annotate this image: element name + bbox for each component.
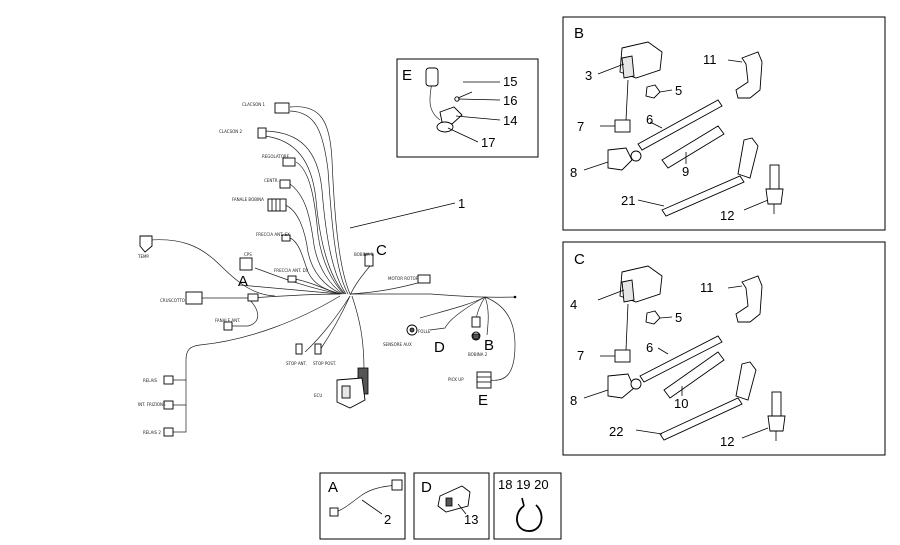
tag-pick-up: PICK UP <box>448 377 464 382</box>
callout-1: 1 <box>458 196 465 211</box>
box-B-callout-7: 7 <box>577 119 584 134</box>
tag-temp: TEMP. <box>137 254 149 259</box>
box-D-letter: D <box>421 479 432 496</box>
callout-E: E <box>478 392 488 409</box>
tag-int-frizione: INT. FRIZIONE <box>138 402 166 407</box>
box-E-callout-17: 17 <box>481 135 495 150</box>
callout-A: A <box>238 273 248 290</box>
tag-ecu: ECU <box>314 393 322 398</box>
box-E-letter: E <box>402 67 412 84</box>
box-C-callout-11: 11 <box>700 280 714 295</box>
detail-box-clip: 18 19 20 <box>493 472 562 540</box>
detail-box-E: E 15 16 14 17 <box>396 58 539 158</box>
box-C-callout-10: 10 <box>674 396 688 411</box>
box-B-callout-3: 3 <box>585 68 592 83</box>
box-C-callout-6: 6 <box>646 340 653 355</box>
harness-connectors <box>139 102 492 437</box>
tag-cps: CPS <box>244 252 252 257</box>
tag-folle: FOLLE <box>418 329 431 334</box>
box-B-callout-9: 9 <box>682 164 689 179</box>
box-A-letter: A <box>328 479 338 496</box>
tag-bobina-2: BOBINA 2 <box>468 352 488 357</box>
box-B-callout-21: 21 <box>621 193 635 208</box>
detail-box-C: C 4 11 5 7 6 8 10 22 12 <box>562 241 886 456</box>
box-C-callout-12: 12 <box>720 434 734 449</box>
main-callouts: 1 A C D B E <box>238 196 494 409</box>
box-C-callout-5: 5 <box>675 310 682 325</box>
box-B-callout-8: 8 <box>570 165 577 180</box>
box-B-callout-12: 12 <box>720 208 734 223</box>
box-E-callout-15: 15 <box>503 74 517 89</box>
tag-regolatore: REGOLATORE <box>262 154 290 159</box>
tag-clacson-2: CLACSON 2 <box>219 129 243 134</box>
box-A-callout-2: 2 <box>384 512 391 527</box>
box-C-callout-4: 4 <box>570 297 577 312</box>
box-E-callout-16: 16 <box>503 93 517 108</box>
box-E-callout-14: 14 <box>503 113 517 128</box>
tag-relais-2: RELAIS 2 <box>143 430 161 435</box>
box-D-callout-13: 13 <box>464 512 478 527</box>
detail-box-A: A 2 <box>319 472 406 540</box>
tag-clacson-1: CLACSON 1 <box>242 102 266 107</box>
tag-fanale-bobina: FANALE BOBINA <box>232 197 264 202</box>
tag-fanale-ant: FANALE ANT. <box>215 318 240 323</box>
tag-bobina-1: BOBINA 1 <box>354 252 374 257</box>
box-C-callout-22: 22 <box>609 424 623 439</box>
tag-stop-post: STOP POST. <box>313 361 336 366</box>
box-C-callout-8: 8 <box>570 393 577 408</box>
box-clip-numbers: 18 19 20 <box>498 477 549 492</box>
detail-box-B: B 3 11 5 7 6 8 9 21 <box>562 16 886 231</box>
tag-sensore-aux: SENSORE AUX <box>383 342 412 347</box>
box-C-callout-7: 7 <box>577 348 584 363</box>
callout-B: B <box>484 337 494 354</box>
callout-C: C <box>376 242 387 259</box>
box-B-callout-5: 5 <box>675 83 682 98</box>
box-B-callout-6: 6 <box>646 112 653 127</box>
box-B-letter: B <box>574 25 584 42</box>
tag-freccia-ant-sx: FRECCIA ANT. SX <box>256 232 290 237</box>
detail-box-D: D 13 <box>413 472 490 540</box>
box-C-letter: C <box>574 251 585 268</box>
tag-stop-ant: STOP ANT. <box>286 361 307 366</box>
tag-freccia-ant-dx: FRECCIA ANT. DX <box>274 268 309 273</box>
tag-cruscotto: CRUSCOTTO <box>160 298 185 303</box>
tag-centr: CENTR. <box>264 178 279 183</box>
tag-relais: RELAIS <box>143 378 158 383</box>
tag-motor-rotor: MOTOR ROTOR <box>388 276 419 281</box>
callout-D: D <box>434 339 445 356</box>
connector-tags: CLACSON 1 CLACSON 2 REGOLATORE CENTR. FA… <box>137 102 488 435</box>
box-B-callout-11: 11 <box>703 52 717 67</box>
